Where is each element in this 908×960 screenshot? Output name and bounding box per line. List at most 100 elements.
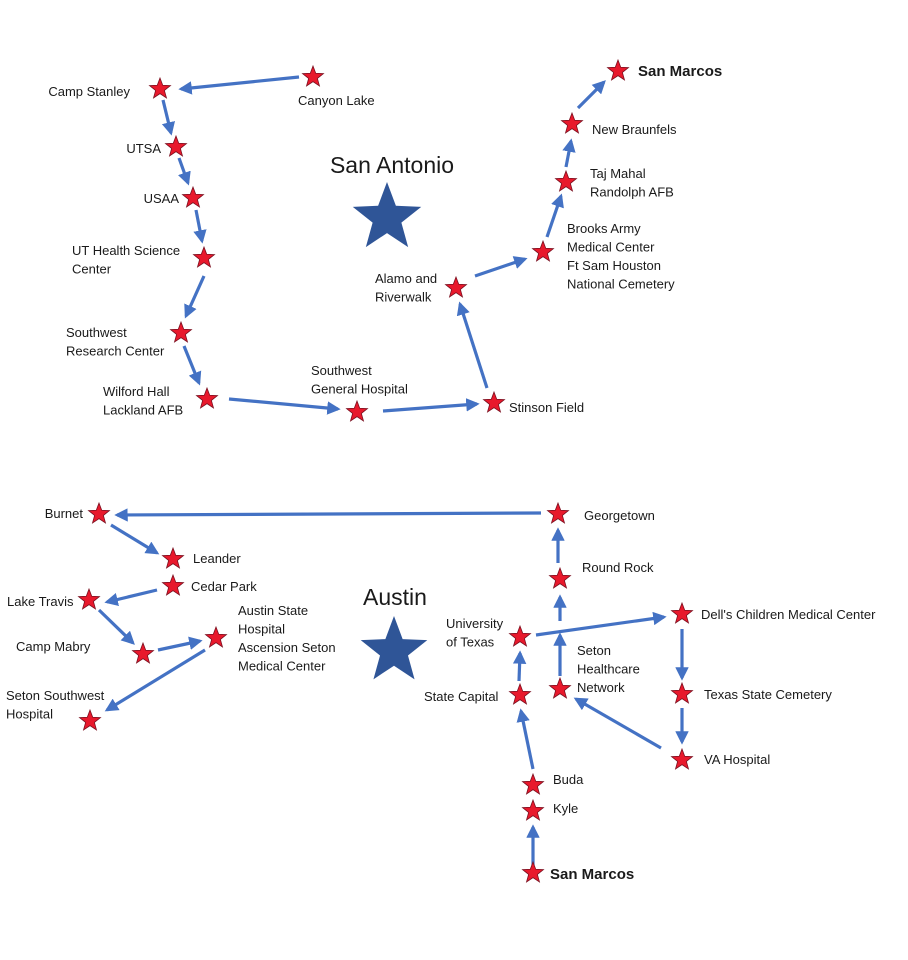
red-star-icon [345,399,369,422]
stop-label-line: of Texas [446,635,495,650]
red-star-icon [531,239,555,262]
austin-stops [77,501,694,883]
stop-label-line: Seton Southwest [6,688,105,703]
stop-label-line: General Hospital [311,382,408,397]
stop-label-line: Round Rock [582,560,654,575]
stop-label: Camp Mabry [16,639,91,654]
stop-label-line: Buda [553,772,584,787]
stop-label: Kyle [553,801,578,816]
austin-labels: Burnet Leander Cedar Park Lake Travis Ca… [6,506,876,883]
route-arrow [576,80,606,110]
route-arrow [382,398,480,413]
route-arrow [104,588,158,607]
stop-label-line: UTSA [126,141,161,156]
san-antonio-labels: Canyon Lake Camp Stanley UTSA USAA UT He… [48,63,722,418]
red-star-icon [192,245,216,268]
stop-label-line: Southwest [311,363,372,378]
red-star-icon [554,169,578,192]
red-star-icon [508,682,532,705]
route-arrow [177,157,191,186]
route-arrow [535,611,667,637]
stop-label-line: Southwest [66,325,127,340]
route-arrow [97,608,135,645]
route-arrow [178,75,300,95]
stop-label: UTSA [126,141,161,156]
san-antonio-map: San Antonio Canyon Lake Camp Stanley UTS… [48,58,722,422]
stop-label: Texas State Cemetery [704,687,832,702]
stop-label: Georgetown [584,508,655,523]
stop-label-line: Ft Sam Houston [567,258,661,273]
route-arrow [110,523,160,555]
stop-label-line: Network [577,680,625,695]
stop-label-line: Hospital [238,622,285,637]
san-antonio-routes [161,75,606,415]
red-star-icon [521,772,545,795]
stop-label-line: Cedar Park [191,579,257,594]
stop-label-line: Dell's Children Medical Center [701,607,876,622]
route-arrow [157,636,203,652]
red-star-icon [78,708,102,731]
stop-label-line: Canyon Lake [298,93,375,108]
red-star-icon [148,76,172,99]
stop-label-line: Camp Mabry [16,639,91,654]
stop-label-line: Wilford Hall [103,384,170,399]
stop-label-line: UT Health Science [72,243,180,258]
stop-label-line: Georgetown [584,508,655,523]
stop-label: Dell's Children Medical Center [701,607,876,622]
red-star-icon [606,58,630,81]
stop-label-line: Leander [193,551,241,566]
stop-label: Camp Stanley [48,84,130,99]
stop-label-line: Austin State [238,603,308,618]
route-arrow [562,138,576,168]
route-arrow [573,697,662,750]
stop-label: Lake Travis [7,594,74,609]
stop-label-line: Lackland AFB [103,403,183,418]
stop-label: Round Rock [582,560,654,575]
stop-label-line: USAA [144,191,180,206]
red-star-icon [546,501,570,524]
stop-label: San Marcos [550,866,634,883]
route-arrow [104,648,206,712]
san-antonio-stops [148,58,630,422]
stop-label-line: Brooks Army [567,221,641,236]
red-star-icon [670,681,694,704]
red-star-icon [181,185,205,208]
stop-label-line: VA Hospital [704,752,770,767]
stop-label-line: Stinson Field [509,400,584,415]
red-star-icon [87,501,111,524]
stop-label: Canyon Lake [298,93,375,108]
route-arrow [228,397,341,415]
route-arrow [545,193,564,238]
red-star-icon [548,676,572,699]
red-star-icon [169,320,193,343]
stop-label: Cedar Park [191,579,257,594]
red-star-icon [161,546,185,569]
red-star-icon [560,111,584,134]
red-star-icon [444,275,468,298]
stop-label-line: Lake Travis [7,594,74,609]
route-arrow [114,508,542,522]
red-star-icon [521,860,545,883]
stop-label-line: Research Center [66,344,165,359]
stop-label-line: Riverwalk [375,290,432,305]
red-star-icon [131,641,155,664]
stop-label: New Braunfels [592,122,677,137]
stop-label: Buda [553,772,584,787]
stop-label-line: Randolph AFB [590,185,674,200]
austin-routes [97,508,689,865]
stop-label: State Capital [424,689,499,704]
red-star-icon [508,624,532,647]
stop-label: Leander [193,551,241,566]
red-star-icon [670,747,694,770]
stop-label-line: San Marcos [638,63,722,80]
